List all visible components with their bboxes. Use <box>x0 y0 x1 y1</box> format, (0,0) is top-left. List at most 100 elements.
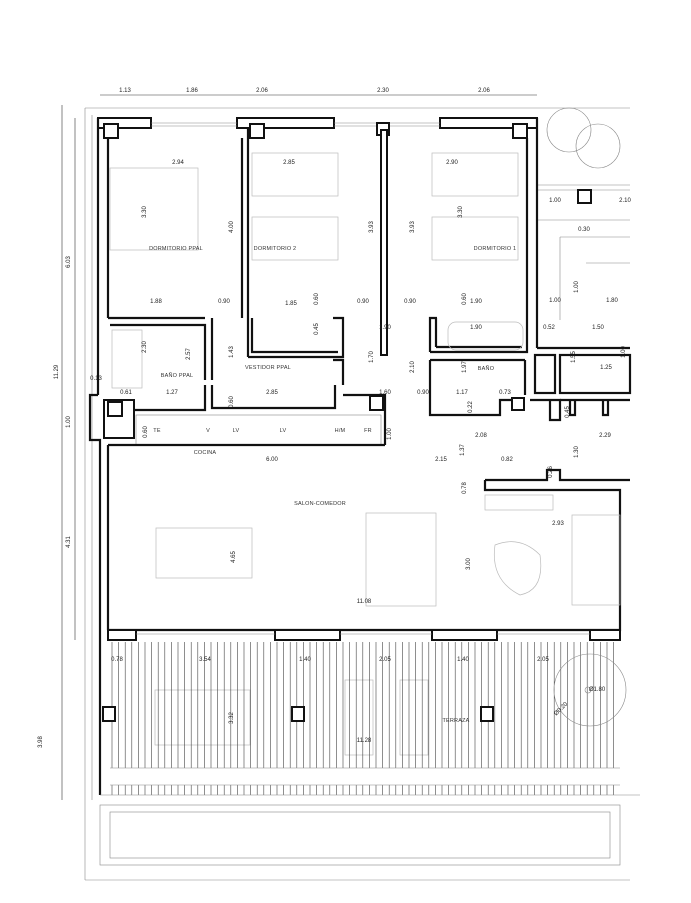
dimension-label: 0.61 <box>120 390 132 396</box>
dimension-label: 2.94 <box>172 160 184 166</box>
room-label-dormitorio-1: DORMITORIO 1 <box>474 246 517 252</box>
dimension-label: 1.43 <box>229 346 235 358</box>
dimension-label: 0.13 <box>90 376 102 382</box>
dimension-label: 0.90 <box>404 299 416 305</box>
room-label-vestidor-ppal: VESTIDOR PPAL <box>245 365 291 371</box>
dimension-label: 3.00 <box>466 558 472 570</box>
dimension-label: 3.93 <box>369 221 375 233</box>
dimension-label: 2.29 <box>599 433 611 439</box>
dimension-label: 0.52 <box>543 325 555 331</box>
dimension-label: 4.00 <box>229 221 235 233</box>
dimension-label: 2.30 <box>142 341 148 353</box>
dimension-label: 1.00 <box>621 346 627 358</box>
dimension-label: 2.85 <box>283 160 295 166</box>
dimension-label: 2.05 <box>537 657 549 663</box>
room-label-dormitorio-2: DORMITORIO 2 <box>254 246 297 252</box>
dimension-label: 1.00 <box>549 198 561 204</box>
dimension-label: 1.17 <box>456 390 468 396</box>
dimension-label: 2.10 <box>410 361 416 373</box>
dimension-label: 1.40 <box>299 657 311 663</box>
dimension-label: 0.90 <box>218 299 230 305</box>
lounger-2 <box>399 679 429 756</box>
dimension-label: 11.28 <box>357 738 372 744</box>
dimension-label: 11.08 <box>357 599 372 605</box>
dimension-label: 2.90 <box>446 160 458 166</box>
dimension-label: 0.26 <box>548 466 554 478</box>
reference-lines <box>84 107 630 881</box>
dimension-label: 3.54 <box>199 657 211 663</box>
bed-d1-b <box>431 216 519 261</box>
dimension-label: 11.29 <box>54 364 60 379</box>
dimension-label: 0.78 <box>111 657 123 663</box>
dimension-label: 0.45 <box>565 406 571 418</box>
dimension-label: 2.30 <box>377 88 389 94</box>
dimension-label: 1.86 <box>186 88 198 94</box>
dimension-label: 0.82 <box>501 457 513 463</box>
dimension-label: 2.57 <box>186 348 192 360</box>
sofa-2 <box>571 514 621 606</box>
terrace <box>98 640 640 796</box>
dimension-label: 1.37 <box>460 444 466 456</box>
dimension-label: 1.55 <box>571 351 577 363</box>
terrace-column <box>480 706 494 722</box>
washbasins <box>111 329 143 389</box>
dimension-label: 0.90 <box>417 390 429 396</box>
dimension-label: 0.60 <box>143 426 149 438</box>
kitchen-appliance-label: H/M <box>335 428 346 434</box>
dimension-label: 1.85 <box>285 301 297 307</box>
dining-table <box>155 527 253 579</box>
dimension-label: 3.98 <box>38 736 44 748</box>
sideboard <box>484 494 554 511</box>
dimension-label: 2.85 <box>266 390 278 396</box>
dimension-label: 2.93 <box>552 521 564 527</box>
dimension-label: 2.05 <box>379 657 391 663</box>
terrace-decking <box>111 642 614 795</box>
dimension-label: 1.70 <box>369 351 375 363</box>
kitchen-appliance-label: LV <box>280 428 287 434</box>
dimension-label: 1.90 <box>379 325 391 331</box>
terrace-column <box>102 706 116 722</box>
kitchen-appliance-label: FR <box>364 428 372 434</box>
dimension-label: 1.00 <box>387 428 393 440</box>
dimension-label: 1.30 <box>574 446 580 458</box>
walls <box>88 117 632 641</box>
dimension-label: 1.00 <box>574 281 580 293</box>
dimension-label: 0.73 <box>499 390 511 396</box>
dimension-label: Ø1.80 <box>589 687 606 693</box>
bed-d2-a <box>251 152 339 197</box>
bed-d2-b <box>251 216 339 261</box>
dimension-label: 6.00 <box>266 457 278 463</box>
dimension-label: 1.13 <box>119 88 131 94</box>
room-label-dormitorio-ppal: DORMITORIO PPAL <box>149 246 203 252</box>
dimension-label: 0.60 <box>462 293 468 305</box>
dimension-label: 0.22 <box>468 401 474 413</box>
dimension-label: 1.00 <box>66 416 72 428</box>
bed-ppal <box>109 167 199 251</box>
dimension-label: 0.90 <box>357 299 369 305</box>
dimension-label: 0.78 <box>462 482 468 494</box>
spiral-stair <box>553 653 627 727</box>
dimension-label: 4.65 <box>231 551 237 563</box>
furniture <box>109 152 621 756</box>
dimension-label: 0.60 <box>314 293 320 305</box>
exterior-stairs <box>535 184 630 350</box>
dimension-label: 2.15 <box>435 457 447 463</box>
bed-d1-a <box>431 152 519 197</box>
dimension-label: 3.30 <box>142 206 148 218</box>
dimension-label: 2.10 <box>619 198 631 204</box>
dimension-label: 3.32 <box>229 712 235 724</box>
lounger-1 <box>344 679 374 756</box>
dimension-label: 0.30 <box>578 227 590 233</box>
dimension-label: 1.00 <box>549 298 561 304</box>
dimension-label: 1.40 <box>457 657 469 663</box>
kitchen-appliance-label: LV <box>233 428 240 434</box>
dimension-label: 1.90 <box>470 299 482 305</box>
dimension-label: 0.60 <box>229 396 235 408</box>
sofa <box>365 512 437 607</box>
terrace-table <box>154 689 251 746</box>
dimension-label: 6.03 <box>66 256 72 268</box>
dimension-label: 0.45 <box>314 323 320 335</box>
kitchen-appliance-label: TE <box>153 428 161 434</box>
